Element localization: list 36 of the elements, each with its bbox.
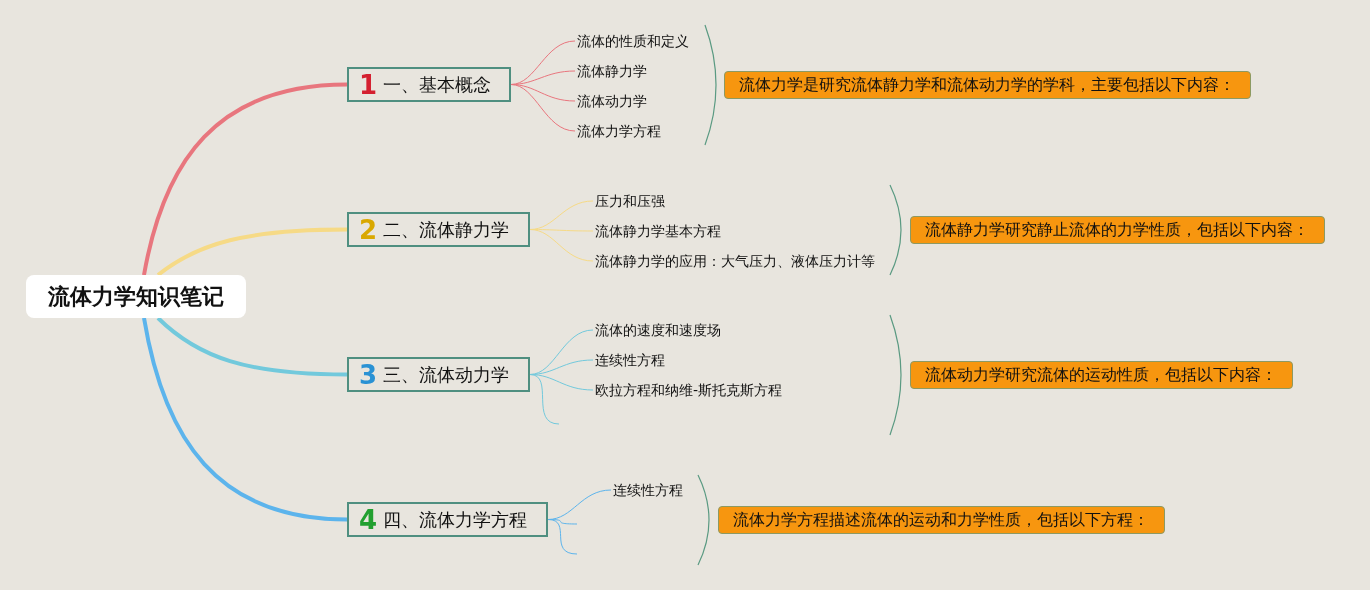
topic-text: 四、流体力学方程 — [383, 507, 528, 532]
topic-box — [347, 67, 511, 102]
branch-line — [156, 227, 348, 277]
subtopic-text: 流体动力学 — [575, 90, 647, 112]
topic-box — [347, 357, 530, 392]
topic-box — [347, 212, 530, 247]
subtopic-text: 流体静力学基本方程 — [593, 220, 721, 242]
subtopic-text: 压力和压强 — [593, 190, 665, 212]
subtopic-text: 流体的速度和速度场 — [593, 319, 721, 341]
summary-box: 流体动力学研究流体的运动性质，包括以下内容： — [910, 361, 1293, 389]
branch-line — [510, 84, 576, 132]
topic-number: 2 — [359, 214, 378, 245]
branch-line — [156, 316, 348, 377]
branch-line — [547, 519, 578, 555]
subtopic-text: 连续性方程 — [611, 479, 683, 501]
subtopic-text: 流体力学方程 — [575, 120, 661, 142]
title-box: 流体力学知识笔记 — [26, 275, 246, 318]
summary-box: 流体静力学研究静止流体的力学性质，包括以下内容： — [910, 216, 1325, 244]
topic-box — [347, 502, 548, 537]
branch-line — [529, 374, 560, 425]
branch-line — [142, 82, 348, 276]
summary-box: 流体力学是研究流体静力学和流体动力学的学科，主要包括以下内容： — [724, 71, 1251, 99]
subtopic-text: 流体静力学的应用：大气压力、液体压力计等 — [593, 250, 875, 272]
topic-text: 二、流体静力学 — [383, 217, 510, 242]
subtopic-text: 连续性方程 — [593, 349, 665, 371]
topic-number: 1 — [359, 69, 378, 100]
topic-number: 3 — [359, 359, 378, 390]
topic-text: 一、基本概念 — [383, 72, 492, 97]
subtopic-text: 流体静力学 — [575, 60, 647, 82]
topic-number: 4 — [359, 504, 378, 535]
summary-box: 流体力学方程描述流体的运动和力学性质，包括以下方程： — [718, 506, 1165, 534]
topic-text: 三、流体动力学 — [383, 362, 510, 387]
subtopic-text: 欧拉方程和纳维-斯托克斯方程 — [593, 379, 783, 401]
subtopic-text: 流体的性质和定义 — [575, 30, 689, 52]
branch-line — [142, 317, 348, 522]
branch-line — [529, 229, 594, 262]
